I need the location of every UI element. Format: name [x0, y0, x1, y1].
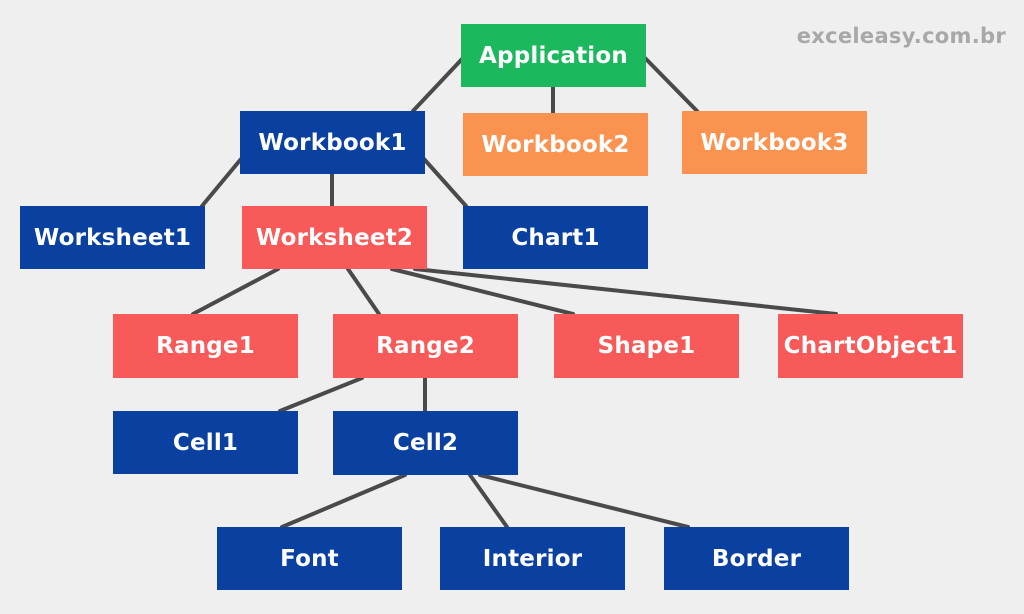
node-shape1: Shape1 [554, 314, 739, 378]
edge-application-workbook3 [643, 56, 699, 113]
edge-worksheet2-range2 [346, 267, 381, 316]
node-cell2: Cell2 [333, 411, 518, 475]
node-workbook1: Workbook1 [240, 111, 425, 174]
node-cell1: Cell1 [113, 411, 298, 474]
watermark: exceleasy.com.br [796, 24, 1006, 48]
edge-workbook1-worksheet1 [200, 157, 243, 208]
node-chart1: Chart1 [463, 206, 648, 269]
node-range2: Range2 [333, 314, 518, 378]
node-workbook3: Workbook3 [682, 111, 867, 174]
edge-worksheet2-range1 [191, 267, 280, 316]
node-worksheet2: Worksheet2 [242, 206, 427, 269]
edge-range2-cell1 [278, 376, 364, 413]
node-workbook2: Workbook2 [463, 113, 648, 176]
node-worksheet1: Worksheet1 [20, 206, 205, 269]
edge-cell2-font [280, 473, 407, 529]
node-chartobject1: ChartObject1 [778, 314, 963, 378]
edge-cell2-border [478, 473, 690, 529]
edge-workbook1-chart1 [422, 157, 468, 208]
node-interior: Interior [440, 527, 625, 590]
node-font: Font [217, 527, 402, 590]
node-range1: Range1 [113, 314, 298, 378]
edge-cell2-interior [468, 473, 509, 529]
edge-worksheet2-shape1 [390, 267, 575, 316]
edge-application-workbook1 [411, 56, 465, 113]
edge-worksheet2-chartobject1 [413, 267, 838, 316]
node-application: Application [461, 24, 646, 87]
node-border: Border [664, 527, 849, 590]
